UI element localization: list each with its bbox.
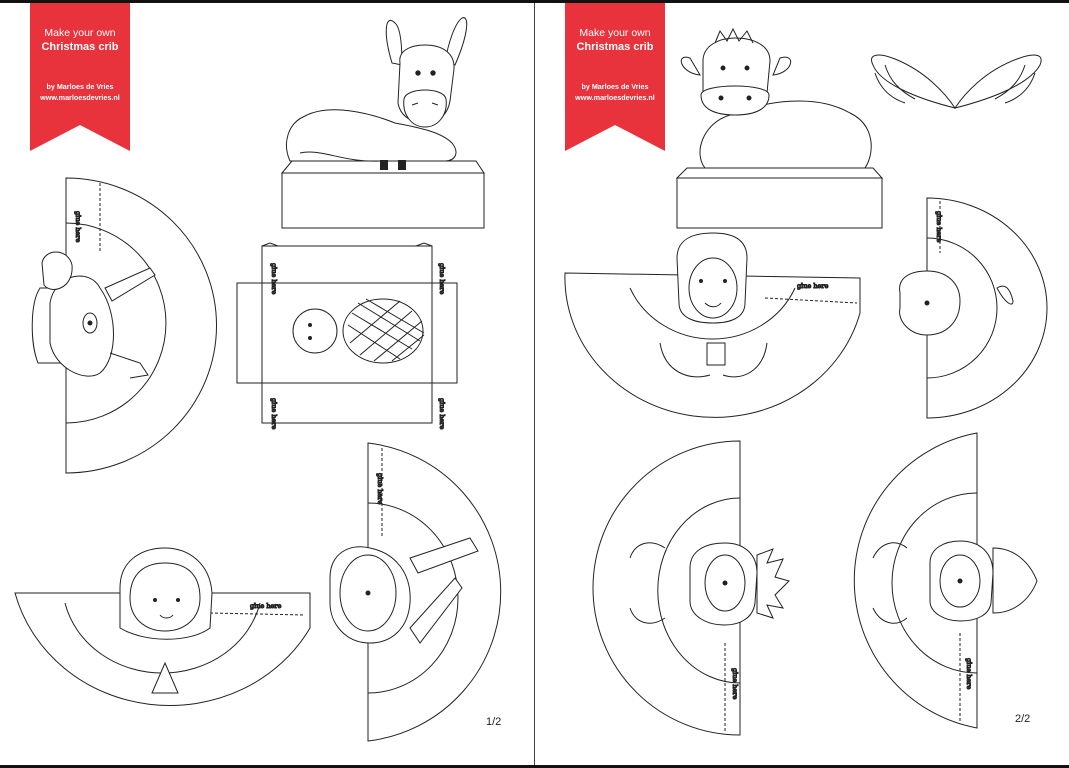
mary-figure [14, 547, 311, 706]
ribbon-website: www.marloesdevries.nl [40, 93, 120, 102]
page-2-artwork: glue here glue here glue here [564, 27, 1048, 736]
page-divider [534, 3, 535, 765]
angel-wings [871, 54, 1042, 109]
title-ribbon: Make your own Christmas crib by Marloes … [30, 3, 130, 151]
king-figure-1 [592, 440, 790, 736]
ribbon-title: Christmas crib [41, 41, 119, 53]
top-border [0, 0, 1069, 3]
glue-label: glue here [250, 602, 281, 610]
bottom-border [0, 765, 1069, 768]
ribbon-banner [565, 3, 665, 151]
glue-label: glue here [376, 473, 384, 504]
ribbon-author: by Marloes de Vries [581, 82, 649, 91]
ribbon-website: www.marloesdevries.nl [575, 93, 655, 102]
page-number: 2/2 [1015, 713, 1031, 725]
manger-box-template [236, 242, 458, 424]
page-2: Make your own Christmas crib by Marloes … [535, 3, 1069, 765]
page-number: 1/2 [486, 716, 502, 728]
shepherd-2-figure [564, 232, 861, 418]
donkey-figure [280, 17, 485, 229]
glue-label: glue here [270, 398, 278, 429]
page-1: Make your own Christmas crib by Marloes … [0, 3, 534, 765]
glue-label: glue here [438, 263, 446, 294]
ribbon-banner [30, 3, 130, 151]
joseph-figure [329, 442, 502, 742]
ribbon-title: Christmas crib [576, 41, 654, 53]
glue-label: glue here [74, 211, 82, 242]
glue-label: glue here [438, 398, 446, 429]
glue-label: glue here [270, 263, 278, 294]
ribbon-line-1: Make your own [579, 27, 651, 39]
shepherd-figure [31, 177, 217, 474]
glue-label: glue here [731, 668, 739, 699]
glue-label: glue here [935, 211, 943, 242]
ribbon-line-1: Make your own [44, 27, 116, 39]
glue-label: glue here [965, 658, 973, 689]
ribbon-author: by Marloes de Vries [46, 82, 114, 91]
title-ribbon: Make your own Christmas crib by Marloes … [565, 3, 665, 151]
angel-figure [899, 197, 1048, 419]
glue-label: glue here [797, 282, 828, 290]
ox-figure [675, 27, 884, 229]
page-1-artwork: glue here glue here glue here glue here … [14, 17, 502, 742]
king-figure-2 [853, 432, 1038, 729]
